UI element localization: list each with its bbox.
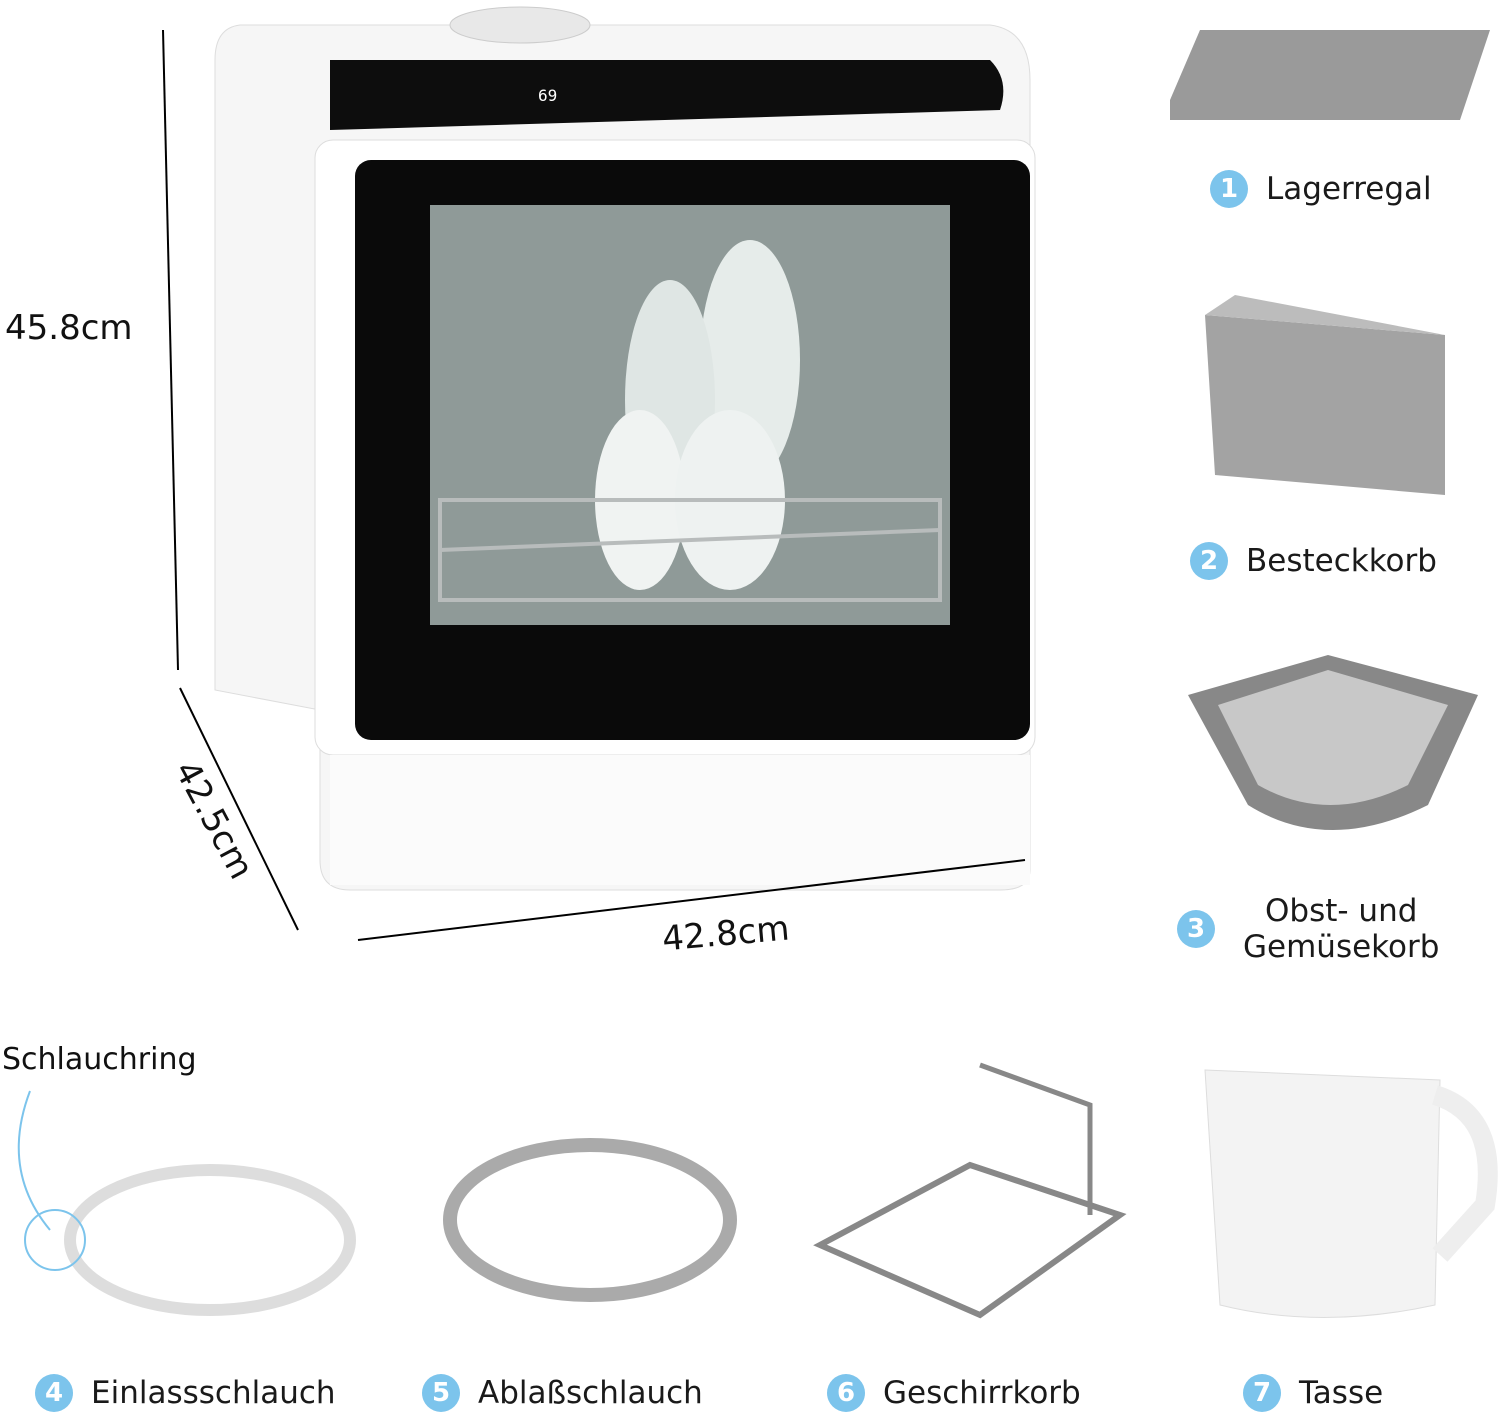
number-badge: 3 — [1177, 910, 1215, 948]
label-text: Obst- und Gemüsekorb — [1243, 893, 1440, 965]
accessory-label-5: 5 Ablaßschlauch — [422, 1374, 703, 1412]
cutlery-basket-image — [1205, 295, 1445, 495]
number-badge: 5 — [422, 1374, 460, 1412]
fruit-basket-image — [1188, 655, 1478, 830]
measuring-cup-image — [1204, 1069, 1498, 1318]
accessory-label-7: 7 Tasse — [1243, 1374, 1383, 1412]
hose-ring-callout: Schlauchring — [2, 1042, 197, 1077]
accessory-label-4: 4 Einlassschlauch — [35, 1374, 336, 1412]
height-dimension: 45.8cm — [5, 308, 133, 348]
label-text: Lagerregal — [1266, 171, 1432, 207]
inlet-hose-image — [17, 1090, 356, 1316]
label-text: Ablaßschlauch — [478, 1375, 703, 1411]
control-display: 69 — [538, 86, 558, 105]
number-badge: 7 — [1243, 1374, 1281, 1412]
drain-hose-image — [443, 1138, 737, 1302]
label-text: Einlassschlauch — [91, 1375, 336, 1411]
number-badge: 1 — [1210, 170, 1248, 208]
label-text: Geschirrkorb — [883, 1375, 1081, 1411]
number-badge: 2 — [1190, 542, 1228, 580]
number-badge: 4 — [35, 1374, 73, 1412]
storage-rack-image — [1170, 30, 1490, 120]
accessory-label-3: 3 Obst- und Gemüsekorb — [1177, 893, 1439, 965]
number-badge: 6 — [827, 1374, 865, 1412]
label-text: Tasse — [1299, 1375, 1384, 1411]
accessory-label-1: 1 Lagerregal — [1210, 170, 1432, 208]
accessory-label-2: 2 Besteckkorb — [1190, 542, 1437, 580]
accessory-label-6: 6 Geschirrkorb — [827, 1374, 1081, 1412]
dish-rack-image — [813, 1062, 1127, 1319]
label-text: Besteckkorb — [1246, 543, 1437, 579]
